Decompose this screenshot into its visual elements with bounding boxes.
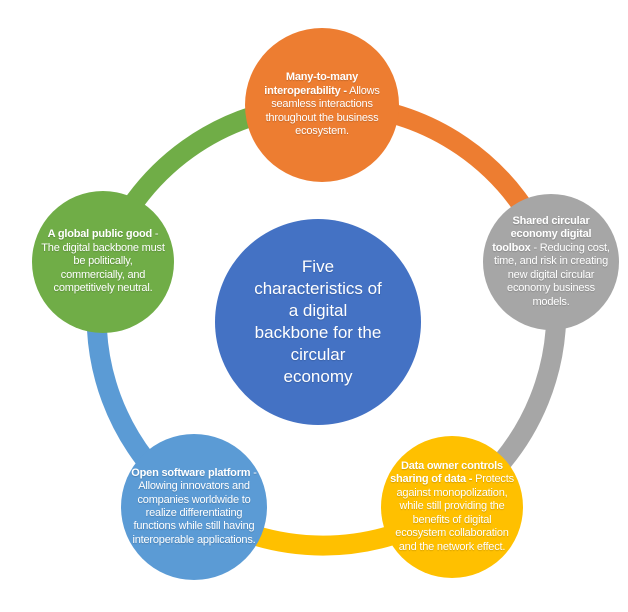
node-title: Many-to-many interoperability - <box>264 71 359 97</box>
node-open-software-platform: Open software platform - Allowing innova… <box>121 434 267 580</box>
node-a-global-public-good: A global public good - The digital backb… <box>32 191 174 333</box>
node-desc: Protects against monopolization, while s… <box>395 473 514 553</box>
node-data-owner-controls-sharing-of-data: Data owner controls sharing of data - Pr… <box>381 436 523 578</box>
node-desc: Allows seamless interactions throughout … <box>265 84 380 138</box>
node-title: Open software platform <box>131 466 251 479</box>
node-many-to-many-interoperability: Many-to-many interoperability - Allows s… <box>245 28 399 182</box>
node-desc: - The digital backbone must be political… <box>41 228 165 295</box>
node-title: Data owner controls sharing of data - <box>390 460 503 486</box>
node-label-shared-circular-economy-digital-toolbox: Shared circular economy digital toolbox … <box>483 215 619 309</box>
node-title: A global public good <box>47 228 153 241</box>
node-label-a-global-public-good: A global public good - The digital backb… <box>32 228 174 295</box>
node-label-many-to-many-interoperability: Many-to-many interoperability - Allows s… <box>245 71 399 138</box>
node-label-open-software-platform: Open software platform - Allowing innova… <box>121 467 267 547</box>
node-center-title: Five characteristics of a digital backbo… <box>215 219 421 425</box>
node-desc: - Reducing cost, time, and risk in creat… <box>493 241 610 308</box>
node-shared-circular-economy-digital-toolbox: Shared circular economy digital toolbox … <box>483 194 619 330</box>
node-title: Shared circular economy digital toolbox <box>492 215 592 254</box>
node-desc: - Allowing innovators and companies worl… <box>132 466 257 546</box>
diagram-title: Five characteristics of a digital backbo… <box>254 256 382 387</box>
node-label-data-owner-controls-sharing-of-data: Data owner controls sharing of data - Pr… <box>381 460 523 554</box>
